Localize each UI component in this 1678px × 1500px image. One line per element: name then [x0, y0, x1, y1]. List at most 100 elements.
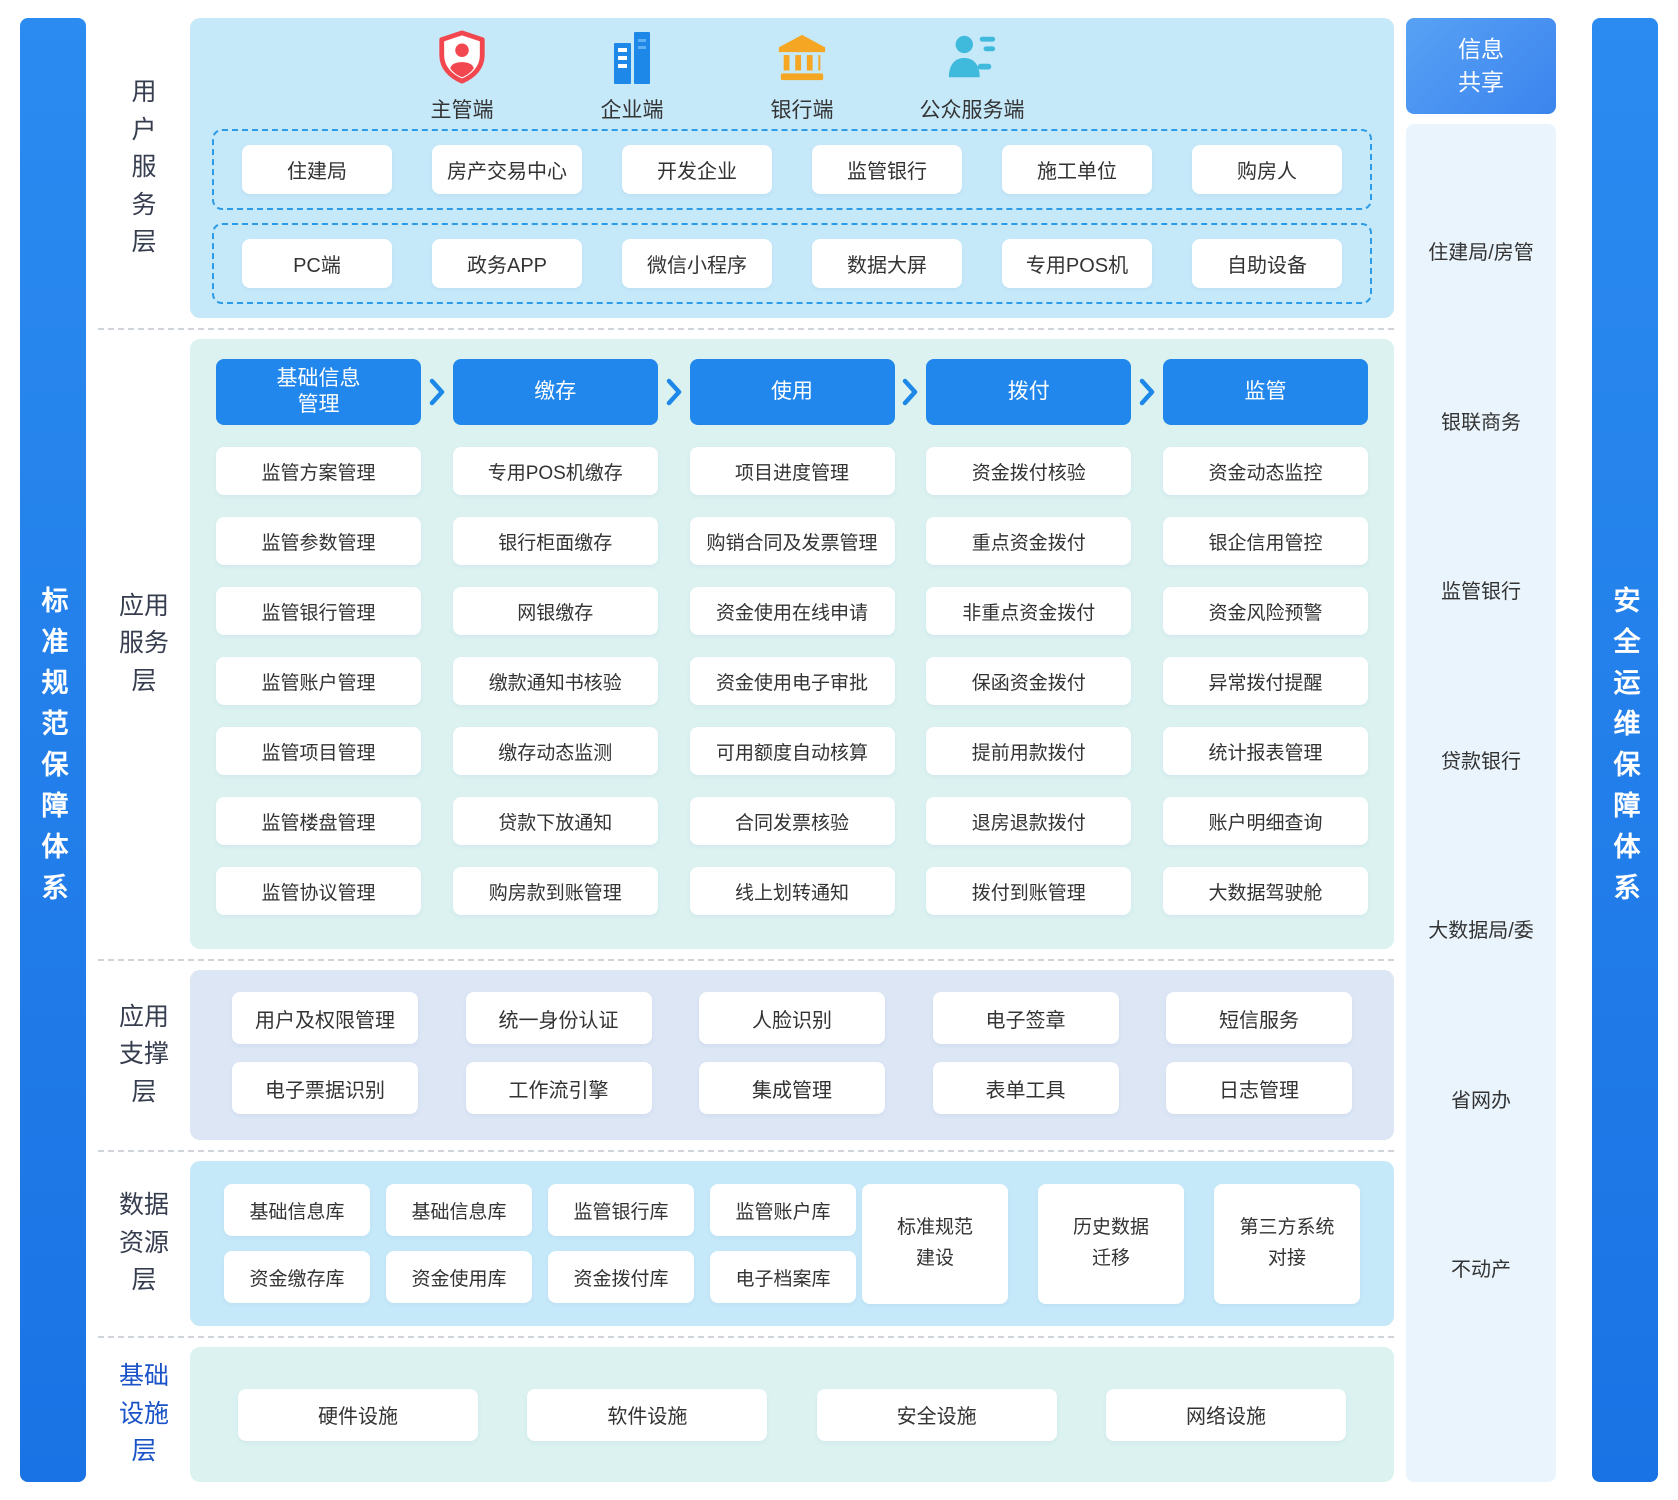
service-box: 监管项目管理 [216, 727, 421, 775]
channel-box: 专用POS机 [1002, 239, 1152, 288]
partner-item: 监管银行 [1441, 581, 1521, 603]
data-resource-layer: 数据资源层 基础信息库 基础信息库 监管银行库 监管账户库 资金缴存库 资金使用… [98, 1161, 1394, 1326]
support-row: 电子票据识别 工作流引擎 集成管理 表单工具 日志管理 [232, 1062, 1352, 1114]
service-column-disburse: 拨付 资金拨付核验 重点资金拨付 非重点资金拨付 保函资金拨付 提前用款拨付 退… [926, 359, 1132, 915]
role-box: 监管银行 [812, 145, 962, 194]
channel-box: 数据大屏 [812, 239, 962, 288]
infrastructure-box: 软件设施 [527, 1388, 768, 1441]
role-box: 开发企业 [622, 145, 772, 194]
service-box: 网银缴存 [452, 587, 658, 635]
service-box: 项目进度管理 [689, 447, 895, 495]
service-box: 保函资金拨付 [926, 657, 1132, 705]
process-step-header: 拨付 [926, 359, 1132, 425]
support-box: 用户及权限管理 [232, 992, 418, 1044]
service-column-use: 使用 项目进度管理 购销合同及发票管理 资金使用在线申请 资金使用电子审批 可用… [689, 359, 895, 915]
terminal-public-service: 公众服务端 [918, 30, 1026, 124]
left-pillar-standards: 标准规范保障体系 [20, 18, 86, 1482]
terminal-label: 银行端 [770, 99, 834, 122]
support-row: 用户及权限管理 统一身份认证 人脸识别 电子签章 短信服务 [232, 992, 1352, 1044]
channel-box: PC端 [242, 239, 392, 288]
terminal-label: 企业端 [600, 99, 664, 122]
data-task-group: 标准规范 建设 历史数据 迁移 第三方系统 对接 [862, 1183, 1360, 1304]
database-grid: 基础信息库 基础信息库 监管银行库 监管账户库 资金缴存库 资金使用库 资金拨付… [224, 1184, 856, 1303]
service-box: 资金使用在线申请 [689, 587, 895, 635]
terminal-label: 公众服务端 [919, 99, 1025, 122]
partner-item: 大数据局/委 [1428, 920, 1534, 942]
application-support-layer: 应用支撑层 用户及权限管理 统一身份认证 人脸识别 电子签章 短信服务 电子票据… [98, 970, 1394, 1140]
terminal-label: 主管端 [430, 99, 494, 122]
service-box: 监管银行管理 [216, 587, 421, 635]
partner-item: 不动产 [1451, 1259, 1511, 1281]
process-step-header: 使用 [689, 359, 895, 425]
data-resource-panel: 基础信息库 基础信息库 监管银行库 监管账户库 资金缴存库 资金使用库 资金拨付… [190, 1161, 1394, 1326]
service-box: 缴存动态监测 [452, 727, 658, 775]
database-box: 监管银行库 [548, 1184, 694, 1236]
service-column-deposit: 缴存 专用POS机缴存 银行柜面缴存 网银缴存 缴款通知书核验 缴存动态监测 贷… [452, 359, 658, 915]
flow-chevron-icon [424, 359, 450, 425]
partner-item: 贷款银行 [1441, 750, 1521, 773]
bank-icon [775, 30, 829, 89]
support-box: 表单工具 [932, 1062, 1119, 1114]
terminal-supervisor: 主管端 [408, 30, 516, 124]
database-box: 基础信息库 [224, 1184, 370, 1236]
supervisor-shield-icon [436, 30, 488, 89]
public-service-user-icon [945, 30, 999, 89]
support-box: 人脸识别 [699, 992, 885, 1044]
user-service-layer: 用户服务层 主管端 企业端 [98, 18, 1394, 318]
layers-column: 用户服务层 主管端 企业端 [98, 18, 1394, 1482]
channel-box: 政务APP [432, 239, 582, 288]
support-box: 短信服务 [1166, 992, 1352, 1044]
infrastructure-panel: 硬件设施 软件设施 安全设施 网络设施 [190, 1347, 1394, 1482]
flow-chevron-icon [897, 359, 923, 425]
role-box: 购房人 [1192, 145, 1342, 194]
service-box: 购房款到账管理 [452, 867, 658, 915]
data-task-box: 历史数据 迁移 [1038, 1183, 1184, 1304]
support-box: 日志管理 [1166, 1062, 1352, 1114]
service-box: 资金风险预警 [1163, 587, 1368, 635]
partner-item: 住建局/房管 [1428, 242, 1534, 264]
support-box: 电子签章 [932, 992, 1119, 1044]
role-box: 施工单位 [1002, 145, 1152, 194]
service-box: 银行柜面缴存 [452, 517, 658, 565]
layer-separator [98, 958, 1394, 961]
infrastructure-box: 网络设施 [1105, 1388, 1346, 1441]
database-box: 资金拨付库 [548, 1251, 694, 1303]
application-service-layer: 应用服务层 基础信息 管理 监管方案管理 监管参数管理 监管银行管理 监管账户管… [98, 339, 1394, 949]
database-box: 资金缴存库 [224, 1251, 370, 1303]
layer-label-user: 用户服务层 [131, 78, 157, 257]
service-box: 大数据驾驶舱 [1163, 867, 1368, 915]
service-box: 可用额度自动核算 [689, 727, 895, 775]
layer-label-support: 应用支撑层 [118, 1002, 169, 1106]
service-box: 资金拨付核验 [926, 447, 1132, 495]
process-step-header: 基础信息 管理 [216, 359, 421, 425]
support-box: 集成管理 [699, 1062, 885, 1114]
role-box: 住建局 [242, 145, 392, 194]
service-box: 非重点资金拨付 [926, 587, 1132, 635]
layer-separator [98, 327, 1394, 330]
application-support-panel: 用户及权限管理 统一身份认证 人脸识别 电子签章 短信服务 电子票据识别 工作流… [190, 970, 1394, 1140]
service-box: 退房退款拨付 [926, 797, 1132, 845]
terminal-bank: 银行端 [748, 30, 856, 124]
layer-separator [98, 1149, 1394, 1152]
flow-chevron-icon [1134, 359, 1160, 425]
service-column-supervise: 监管 资金动态监控 银企信用管控 资金风险预警 异常拨付提醒 统计报表管理 账户… [1163, 359, 1368, 915]
user-roles-group: 住建局 房产交易中心 开发企业 监管银行 施工单位 购房人 [212, 129, 1372, 210]
user-service-panel: 主管端 企业端 银行端 [190, 18, 1394, 318]
layer-label-infra: 基础设施层 [118, 1362, 169, 1466]
enterprise-building-icon [608, 30, 656, 89]
partner-item: 省网办 [1451, 1089, 1511, 1112]
service-box: 监管楼盘管理 [216, 797, 421, 845]
right-pillar-label: 安全运维保障体系 [1609, 586, 1640, 914]
partner-list-panel: 住建局/房管 银联商务 监管银行 贷款银行 大数据局/委 省网办 不动产 [1406, 124, 1556, 1482]
service-box: 资金使用电子审批 [689, 657, 895, 705]
service-box: 异常拨付提醒 [1163, 657, 1368, 705]
service-box: 贷款下放通知 [452, 797, 658, 845]
service-column-base-info: 基础信息 管理 监管方案管理 监管参数管理 监管银行管理 监管账户管理 监管项目… [216, 359, 421, 915]
right-pillar-security-ops: 安全运维保障体系 [1592, 18, 1658, 1482]
support-box: 电子票据识别 [232, 1062, 418, 1114]
infrastructure-box: 安全设施 [816, 1388, 1057, 1441]
service-box: 监管参数管理 [216, 517, 421, 565]
service-box: 线上划转通知 [689, 867, 895, 915]
service-box: 资金动态监控 [1163, 447, 1368, 495]
